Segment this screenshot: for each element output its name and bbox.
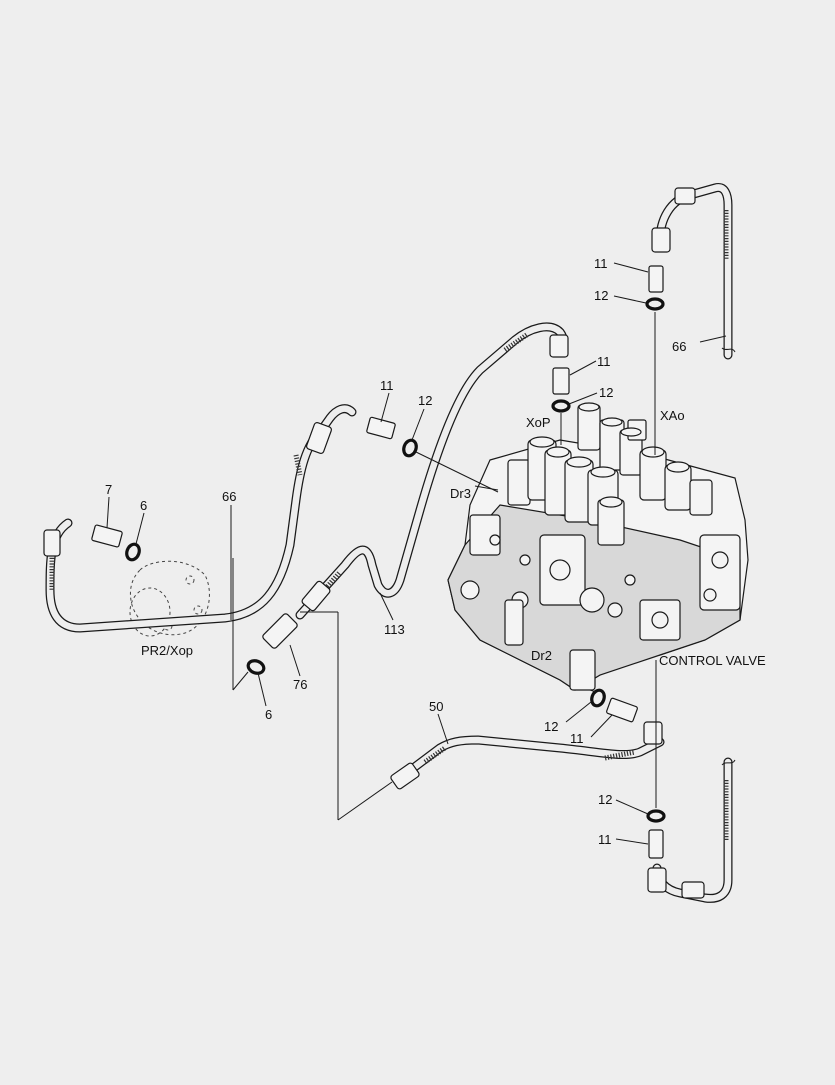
callout-66-left: 66 — [222, 489, 236, 504]
o-ring-6-top — [125, 542, 141, 562]
label-pr2-xop: PR2/Xop — [141, 643, 193, 658]
o-ring-12-top — [645, 297, 665, 311]
callout-11-mid: 11 — [597, 354, 611, 369]
label-dr3: Dr3 — [450, 486, 471, 501]
fitting-11-bottom — [648, 829, 664, 859]
callout-12-mid: 12 — [599, 385, 613, 400]
callout-6-top: 6 — [140, 498, 147, 513]
hose-66-left — [43, 404, 357, 633]
fitting-11-mid — [552, 367, 570, 395]
callout-12-left: 12 — [418, 393, 432, 408]
callout-7: 7 — [105, 482, 112, 497]
callout-11-left: 11 — [380, 378, 394, 393]
fitting-76 — [262, 613, 298, 649]
callout-11-bottom: 11 — [598, 832, 612, 847]
callout-76: 76 — [293, 677, 307, 692]
hose-66-right — [647, 183, 736, 903]
fitting-7 — [91, 524, 123, 548]
callout-66-right: 66 — [672, 339, 686, 354]
fitting-11-left — [366, 416, 396, 440]
label-dr2: Dr2 — [531, 648, 552, 663]
callout-12-top: 12 — [594, 288, 608, 303]
fitting-11-top — [648, 265, 664, 293]
callout-11-top: 11 — [594, 256, 608, 271]
fitting-11-low — [606, 697, 638, 723]
hose-50 — [390, 721, 665, 790]
o-ring-12-bottom — [646, 809, 666, 823]
o-ring-12-left — [402, 438, 418, 458]
label-control-valve: CONTROL VALVE — [659, 653, 766, 668]
hose-113 — [295, 322, 569, 620]
o-ring-12-mid — [551, 399, 571, 413]
callout-11-low: 11 — [570, 731, 584, 746]
control-valve-body — [447, 402, 749, 691]
o-ring-12-low — [590, 688, 606, 708]
callout-12-bottom: 12 — [598, 792, 612, 807]
callout-12-low: 12 — [544, 719, 558, 734]
o-ring-6-bottom — [246, 659, 266, 675]
callout-113: 113 — [384, 622, 405, 637]
label-xao-port: XAo — [660, 408, 685, 423]
callout-50: 50 — [429, 699, 443, 714]
callout-6-bottom: 6 — [265, 707, 272, 722]
callout-labels: 11 12 66 11 12 XoP XAo 11 12 7 6 66 Dr3 … — [105, 256, 766, 847]
leader-lines — [106, 262, 727, 845]
label-xop-port: XoP — [526, 415, 551, 430]
